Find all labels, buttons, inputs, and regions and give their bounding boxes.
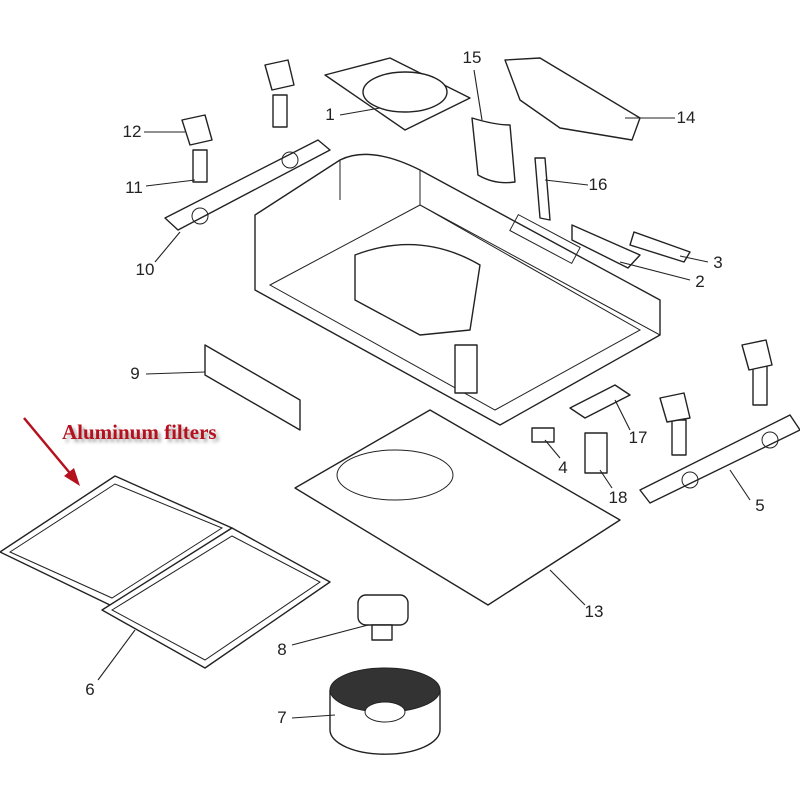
part-14 (504, 57, 641, 141)
label-6: 6 (85, 680, 95, 699)
annotation-arrow (23, 417, 80, 486)
label-12: 12 (122, 122, 142, 141)
part-11 (192, 149, 208, 183)
part-15 (471, 117, 516, 184)
label-18: 18 (608, 488, 628, 507)
part-2 (571, 224, 641, 269)
leader-lines (97, 69, 751, 719)
label-8: 8 (277, 640, 287, 659)
label-15: 15 (462, 48, 482, 67)
part-18 (584, 432, 608, 474)
part-1-duct-plate (324, 57, 471, 131)
aluminum-filters-annotation: Aluminum filters (62, 420, 217, 444)
part-10-bracket-plate (164, 139, 331, 231)
label-4: 4 (558, 458, 568, 477)
part-4 (531, 427, 555, 443)
label-14: 14 (676, 108, 696, 127)
label-9: 9 (130, 364, 140, 383)
label-1: 1 (325, 105, 335, 124)
part-8-motor (357, 594, 409, 641)
part-17 (569, 384, 631, 419)
label-13: 13 (584, 602, 604, 621)
label-10: 10 (135, 260, 155, 279)
part-13-bottom-panel (294, 409, 621, 606)
part-6-aluminum-filters (0, 475, 331, 669)
part-5-bracket-plate (639, 414, 800, 504)
label-3: 3 (713, 253, 723, 272)
part-3 (629, 231, 691, 263)
part-12 (181, 114, 213, 146)
part-9 (204, 344, 301, 431)
label-16: 16 (588, 175, 608, 194)
label-11: 11 (125, 178, 143, 197)
label-7: 7 (277, 708, 287, 727)
hood-body (254, 153, 661, 426)
part-7-blower-wheel (329, 667, 441, 755)
label-2: 2 (695, 272, 705, 291)
label-17: 17 (628, 428, 648, 447)
label-5: 5 (755, 496, 765, 515)
part-16 (534, 157, 551, 221)
